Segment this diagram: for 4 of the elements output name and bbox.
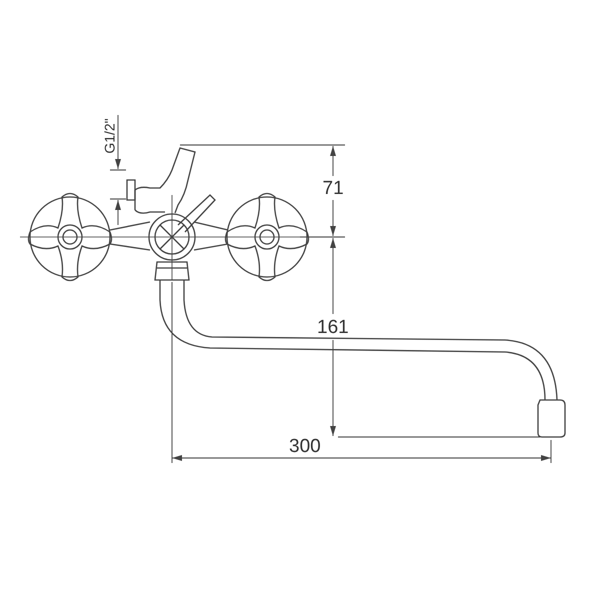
dimension-label: 300 (289, 436, 321, 456)
dimension-label: 161 (317, 318, 349, 336)
dimension-label: G1/2" (102, 118, 116, 154)
dimension-label: 71 (322, 178, 344, 198)
